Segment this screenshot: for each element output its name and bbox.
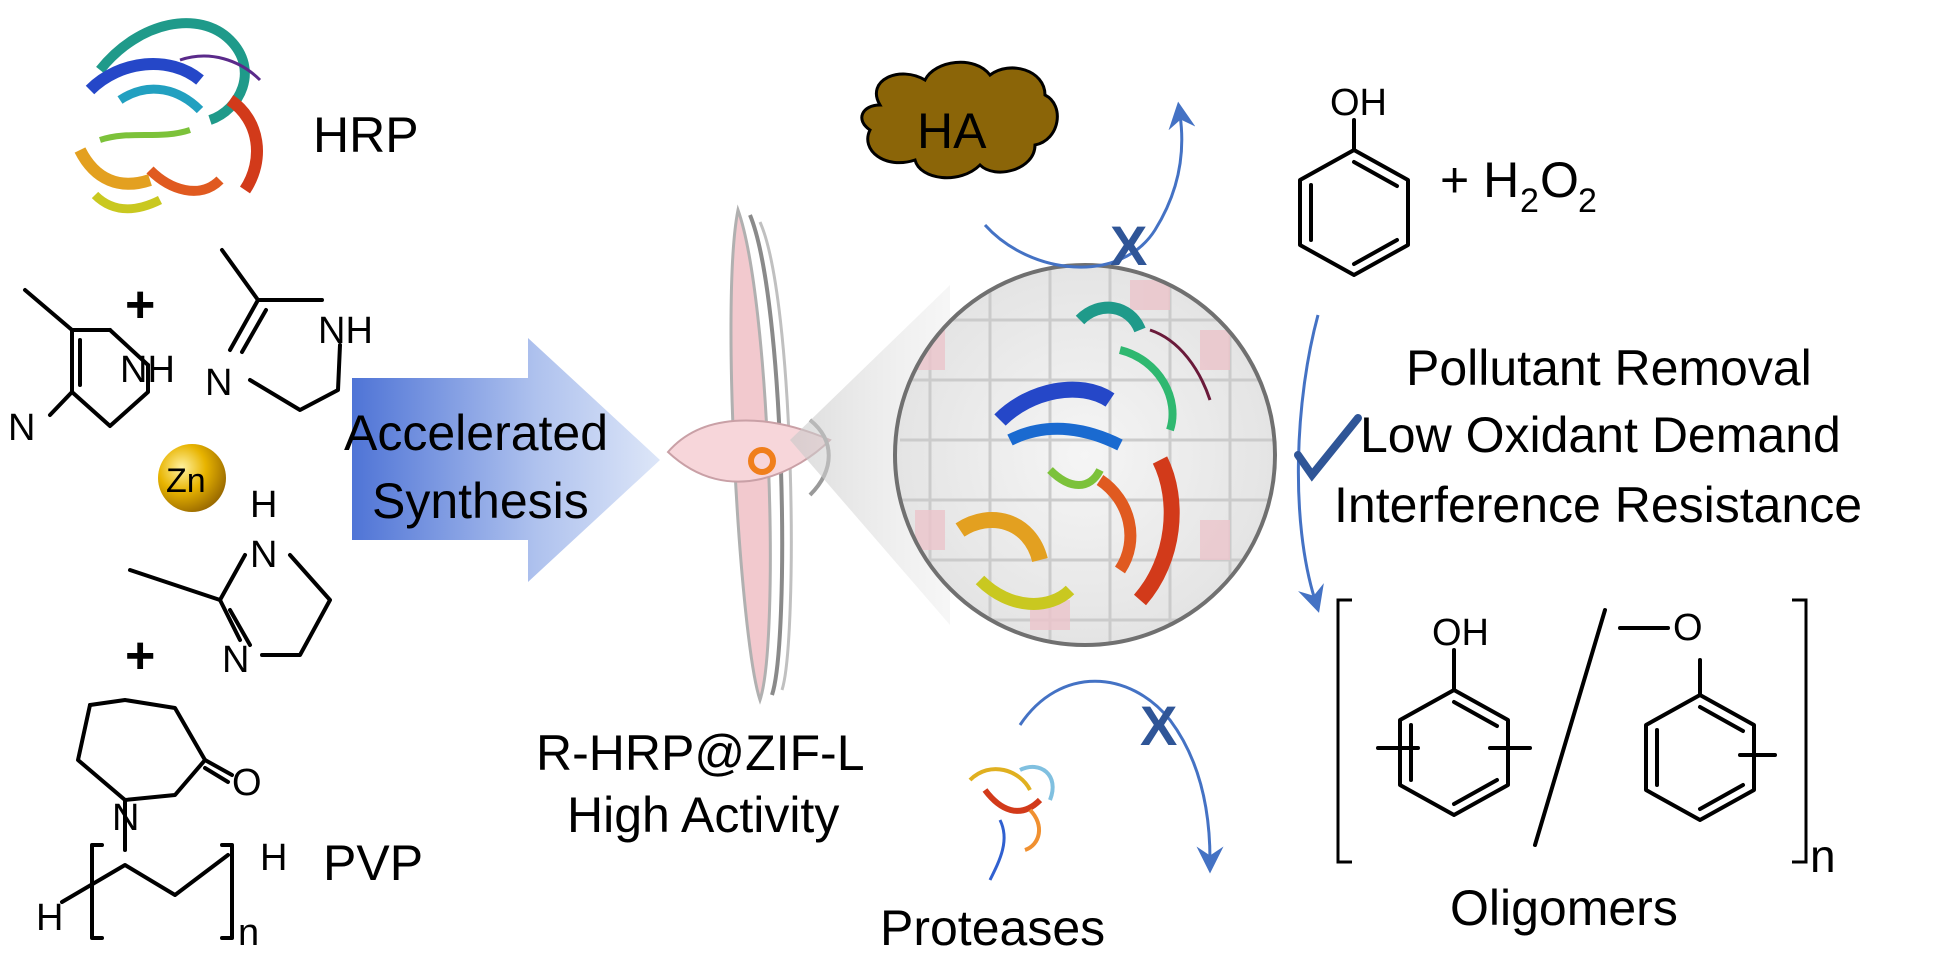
pvp-label: PVP — [323, 835, 423, 891]
methylimidazole-1 — [23, 288, 150, 428]
plus-sign-1: + — [125, 276, 155, 334]
phenol-structure — [1298, 118, 1410, 277]
oxidant-o: O — [1540, 152, 1579, 208]
zn-sphere — [158, 444, 226, 512]
plus-sign-2: + — [125, 627, 155, 685]
methylimidazole-2 — [220, 248, 342, 412]
benefit-pollutant-removal: Pollutant Removal — [1406, 340, 1812, 396]
n-sub-oligomer: n — [1810, 830, 1836, 882]
o-label-oligomer: O — [1673, 607, 1703, 649]
o-label-pvp: O — [232, 762, 262, 804]
synthesis-label: Synthesis — [372, 473, 589, 529]
n-label-3a: N — [250, 534, 277, 576]
magnified-view — [893, 263, 1277, 647]
proteases-label: Proteases — [880, 900, 1105, 956]
methylimidazole-3 — [128, 553, 332, 657]
checkmark-icon — [1294, 414, 1362, 482]
hrp-protein-structure — [74, 18, 263, 214]
protease-blocked-arrow — [1018, 679, 1224, 874]
synthesis-arrow — [352, 338, 660, 582]
protease-block-cross: X — [1140, 694, 1177, 757]
benefit-interference: Interference Resistance — [1334, 477, 1862, 533]
h-label-pvp-1: H — [36, 897, 63, 939]
n-label-2: N — [205, 362, 232, 404]
h-label-3: H — [250, 484, 277, 526]
nh-label-2: NH — [318, 310, 373, 352]
ha-label: HA — [917, 103, 987, 159]
zoom-cone — [790, 285, 950, 625]
ha-blocked-arrow — [983, 101, 1196, 269]
n-sub-pvp: n — [238, 912, 259, 954]
oligomers-label: Oligomers — [1450, 880, 1678, 936]
nh-label-1: NH — [120, 349, 175, 391]
product-name: R-HRP@ZIF-L — [536, 725, 865, 781]
oh-label-oligomer: OH — [1432, 612, 1489, 654]
oxidant-plus-h: + H — [1440, 152, 1519, 208]
n-label-1: N — [8, 407, 35, 449]
oxidant-sub-1: 2 — [1520, 182, 1539, 220]
orange-highlight-dot — [748, 447, 776, 475]
oxidant-sub-2: 2 — [1578, 182, 1597, 220]
proteases-structure — [968, 764, 1055, 881]
oligomer-structure — [1336, 598, 1808, 864]
ha-block-cross: X — [1110, 214, 1147, 277]
ha-cloud — [860, 60, 1059, 180]
benefit-low-oxidant: Low Oxidant Demand — [1360, 407, 1841, 463]
n-label-pvp: N — [112, 797, 139, 839]
accelerated-label: Accelerated — [344, 405, 608, 461]
product-activity: High Activity — [567, 787, 839, 843]
hrp-label: HRP — [313, 107, 419, 163]
h-label-pvp-2: H — [260, 837, 287, 879]
n-label-3b: N — [222, 639, 249, 681]
oh-label-phenol: OH — [1330, 82, 1387, 124]
zn-label: Zn — [166, 462, 206, 500]
pvp-structure — [60, 698, 234, 940]
